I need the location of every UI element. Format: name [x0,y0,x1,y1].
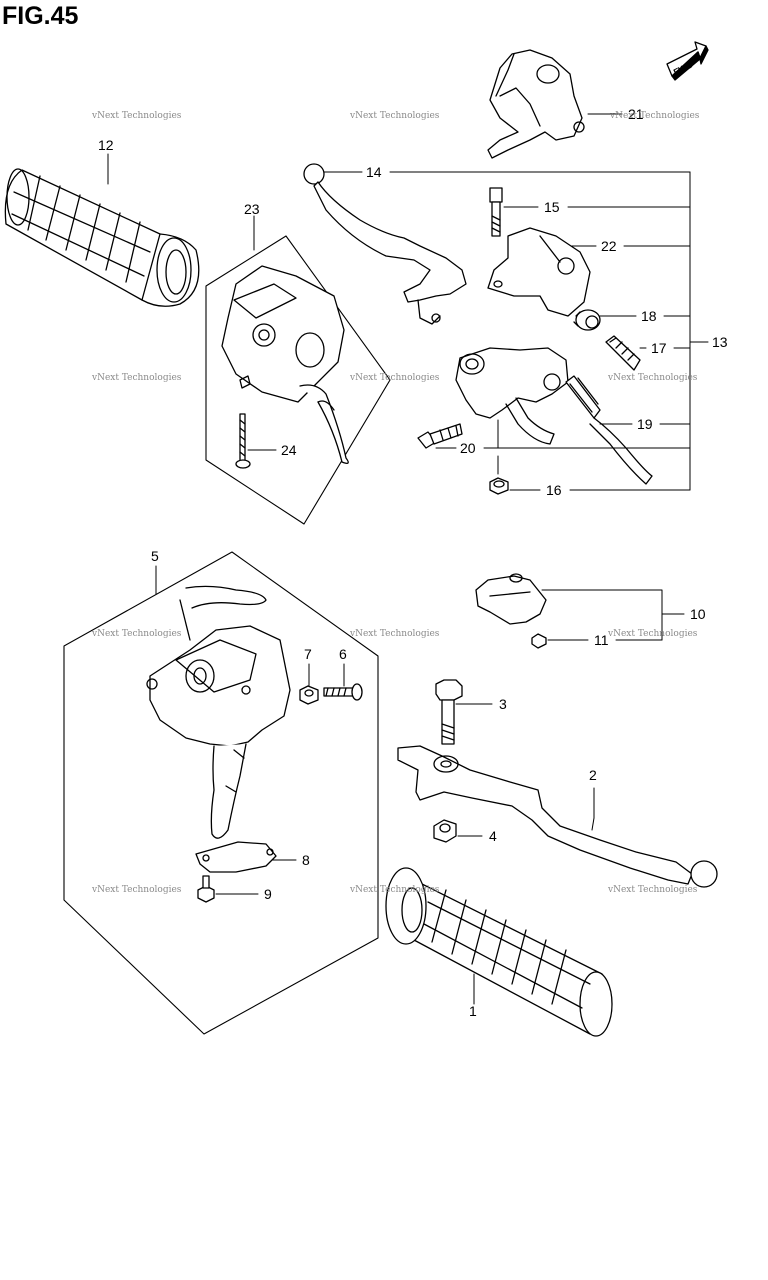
adjuster-nut-18-part [573,309,601,331]
clutch-switch-10-part [475,573,547,625]
callout-6: 6 [339,646,347,662]
cover-plate-8-part [195,841,277,873]
watermark: vNext Technologies [349,885,440,895]
watermark: vNext Technologies [607,373,698,383]
leader-lines [107,113,709,1005]
bolt-15-part [489,187,503,237]
nut-16-part [489,477,509,495]
callout-4: 4 [489,828,497,844]
callout-20: 20 [460,440,476,456]
throttle-housing-part [146,585,291,839]
nut-7-part [299,685,319,705]
watermark: vNext Technologies [349,111,440,121]
lever-cover-part [487,49,585,159]
clutch-lever-part [397,745,718,888]
right-grip-part [385,867,613,1037]
watermark: vNext Technologies [91,373,182,383]
bolt-3-part [435,679,463,745]
left-grip-part [4,168,200,307]
callout-13: 13 [712,334,728,350]
callout-23: 23 [244,201,260,217]
watermark: vNext Technologies [607,885,698,895]
callout-5: 5 [151,548,159,564]
watermark: vNext Technologies [91,111,182,121]
screw-11-part [531,633,547,649]
throttle-assembly-outline [63,551,379,1035]
watermark: vNext Technologies [91,885,182,895]
callout-15: 15 [544,199,560,215]
callout-10: 10 [690,606,706,622]
bolt-20-part [417,423,463,449]
lever-holder-part [455,347,569,445]
watermark: vNext Technologies [349,629,440,639]
screw-6-part [323,683,363,701]
adjuster-17-part [605,335,641,371]
brake-lever-part [303,163,467,325]
callout-2: 2 [589,767,597,783]
right-switch-part [221,265,349,464]
callout-22: 22 [601,238,617,254]
nut-4-part [433,819,457,843]
callout-11: 11 [594,632,609,648]
callout-1: 1 [469,1003,477,1019]
callout-12: 12 [98,137,114,153]
callout-8: 8 [302,852,310,868]
callout-24: 24 [281,442,297,458]
callout-3: 3 [499,696,507,712]
brake-switch-19-part [565,375,653,485]
callout-18: 18 [641,308,657,324]
callout-21: 21 [628,106,644,122]
callout-19: 19 [637,416,653,432]
watermark: vNext Technologies [91,629,182,639]
watermarks: vNext Technologies vNext Technologies vN… [91,111,700,895]
watermark: vNext Technologies [349,373,440,383]
screw-9-part [197,875,215,903]
callout-14: 14 [366,164,382,180]
callout-9: 9 [264,886,272,902]
bracket-22-part [487,227,591,317]
fwd-arrow-icon: FWD [666,41,709,81]
callout-16: 16 [546,482,562,498]
watermark: vNext Technologies [607,629,698,639]
switch-assembly-outline [205,235,391,525]
callout-labels: 1 2 3 4 5 6 7 8 9 10 11 12 13 14 15 16 1… [98,106,728,1019]
watermark: vNext Technologies [609,111,700,121]
callout-7: 7 [304,646,312,662]
callout-17: 17 [651,340,667,356]
screw-24-part [235,413,251,469]
figure-title: FIG.45 [2,2,79,30]
